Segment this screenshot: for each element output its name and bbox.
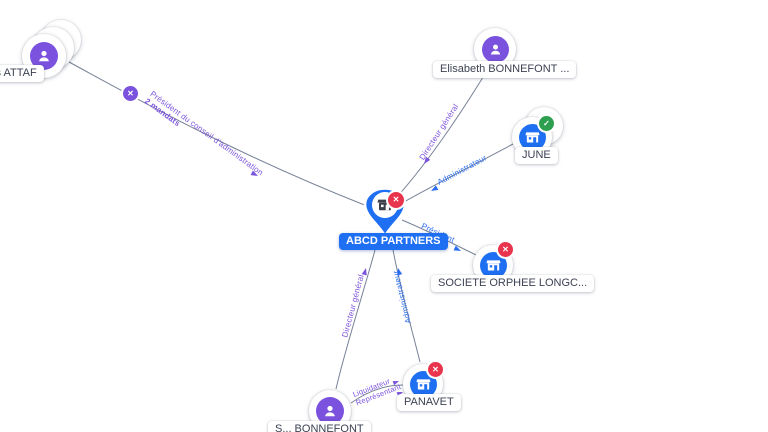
- close-icon: ✕: [127, 88, 134, 98]
- node-label-sbonnefont[interactable]: S... BONNEFONT: [268, 421, 371, 432]
- person-icon: [481, 35, 509, 63]
- edge-abcd-sbonnefont: [335, 238, 379, 390]
- remove-badge[interactable]: ✕: [388, 192, 404, 208]
- close-icon: ✕: [392, 195, 400, 204]
- close-icon: ✕: [502, 244, 509, 254]
- arrow-icon: [361, 268, 367, 276]
- node-abcd-selected-pin[interactable]: ✕: [362, 186, 408, 243]
- node-label-june[interactable]: JUNE: [515, 147, 558, 164]
- arrow-icon: [250, 170, 258, 176]
- check-icon: ✓: [543, 118, 550, 128]
- node-label-societe[interactable]: SOCIETE ORPHEE LONGC...: [431, 275, 595, 292]
- edge-collapse-badge[interactable]: ✕: [123, 86, 138, 101]
- verified-badge[interactable]: ✓: [539, 116, 554, 131]
- arrow-icon: [424, 156, 431, 164]
- arrow-icon: [397, 268, 403, 276]
- edge-attaf-abcd: [68, 61, 368, 207]
- edge-arrowheads: [250, 156, 461, 397]
- node-label-elisabeth[interactable]: Elisabeth BONNEFONT ...: [433, 61, 577, 78]
- remove-badge[interactable]: ✕: [498, 242, 513, 257]
- edge-sbonnefont-panavet: [350, 384, 404, 404]
- edge-elisabeth-abcd: [395, 68, 489, 199]
- node-label-panavet[interactable]: PANAVET: [397, 394, 461, 411]
- close-icon: ✕: [432, 364, 439, 374]
- node-label-abcd[interactable]: ABCD PARTNERS: [339, 233, 448, 250]
- node-label-attaf[interactable]: les ATTAF: [0, 65, 44, 82]
- person-icon: [316, 397, 344, 425]
- edge-june-abcd: [403, 143, 514, 203]
- arrow-icon: [453, 245, 461, 251]
- arrow-icon: [392, 381, 399, 386]
- remove-badge[interactable]: ✕: [428, 362, 443, 377]
- arrow-icon: [431, 185, 439, 191]
- edge-abcd-panavet: [390, 238, 421, 363]
